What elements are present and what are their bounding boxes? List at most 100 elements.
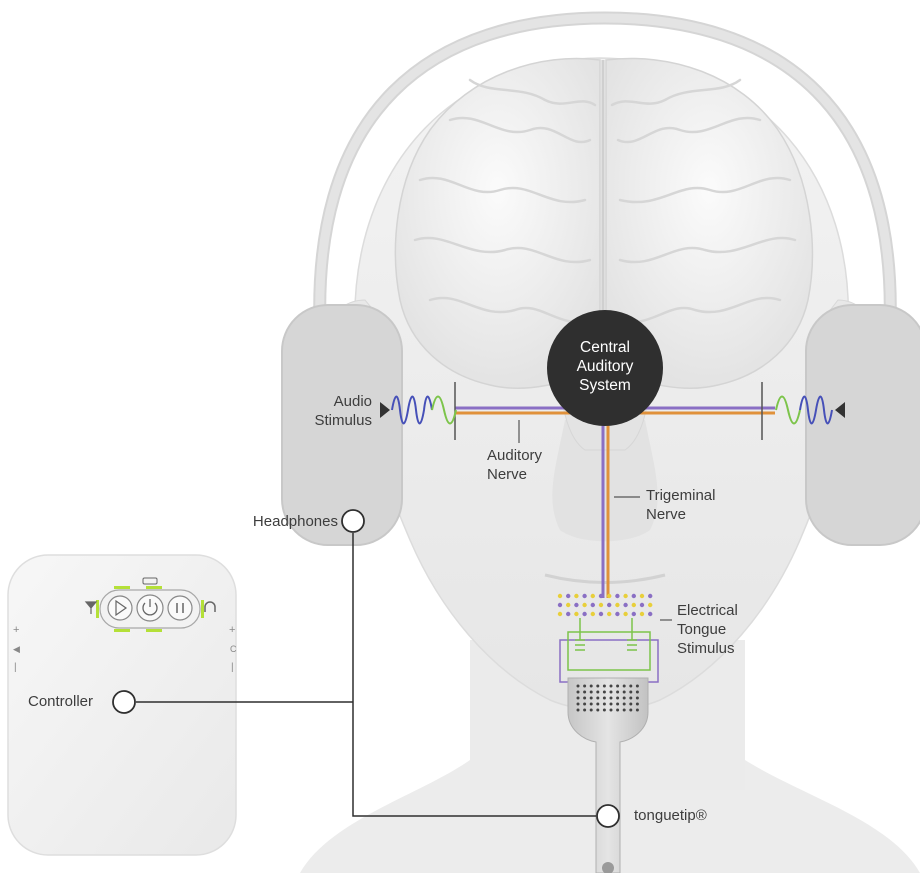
electrode-dot	[623, 603, 627, 607]
auditory-nerve-label: Auditory Nerve	[487, 446, 542, 484]
tonguetip-electrode	[610, 691, 613, 694]
trigeminal-nerve-label: Trigeminal Nerve	[646, 486, 715, 524]
electrode-dot	[615, 603, 619, 607]
electrode-dot	[632, 603, 636, 607]
electrode-dot	[648, 612, 652, 616]
tonguetip-electrode	[636, 691, 639, 694]
tonguetip-electrode	[596, 703, 599, 706]
tonguetip-electrode	[616, 703, 619, 706]
tonguetip-electrode	[629, 697, 632, 700]
tonguetip-electrode	[623, 703, 626, 706]
headphones-label: Headphones	[196, 512, 338, 531]
tonguetip-electrode	[577, 709, 580, 712]
tonguetip-electrode	[616, 691, 619, 694]
electrode-dot	[591, 612, 595, 616]
electrode-dot	[648, 594, 652, 598]
tonguetip-electrode	[610, 709, 613, 712]
tonguetip-electrode	[629, 709, 632, 712]
electrode-dot	[566, 612, 570, 616]
tonguetip-electrode	[603, 685, 606, 688]
power-button	[137, 595, 163, 621]
tonguetip-electrode	[623, 709, 626, 712]
tonguetip-electrode	[596, 691, 599, 694]
right-ear-cup	[806, 305, 920, 545]
tonguetip-electrode	[577, 685, 580, 688]
central-auditory-system-label: Central Auditory System	[548, 338, 662, 395]
tonguetip-electrode	[577, 691, 580, 694]
electrode-dot	[615, 612, 619, 616]
tonguetip-electrode	[629, 703, 632, 706]
tonguetip-electrode	[616, 685, 619, 688]
play-button	[108, 596, 132, 620]
tonguetip-electrode	[636, 697, 639, 700]
tonguetip-electrode	[596, 709, 599, 712]
tonguetip-electrode	[596, 685, 599, 688]
tonguetip-electrode	[610, 697, 613, 700]
electrode-dot	[599, 603, 603, 607]
tonguetip-electrode	[610, 703, 613, 706]
tonguetip-electrode	[596, 697, 599, 700]
electrode-dot	[574, 603, 578, 607]
tonguetip-electrode	[583, 691, 586, 694]
electrode-dot	[599, 612, 603, 616]
tonguetip-electrode	[590, 709, 593, 712]
audio-stimulus-label: Audio Stimulus	[290, 392, 372, 430]
electrode-dot	[582, 594, 586, 598]
electrode-dot	[640, 612, 644, 616]
headphones-callout	[342, 510, 364, 532]
electrode-dot	[632, 594, 636, 598]
electrode-dot	[574, 612, 578, 616]
controller-right-symbol: +	[229, 624, 235, 636]
electrode-dot	[574, 594, 578, 598]
tonguetip-electrode	[583, 703, 586, 706]
electrode-dot	[582, 603, 586, 607]
tonguetip-electrode	[616, 709, 619, 712]
tonguetip-electrode	[590, 685, 593, 688]
electrode-dot	[558, 612, 562, 616]
tonguetip-electrode	[603, 709, 606, 712]
electrode-dot	[640, 594, 644, 598]
electrode-dot	[558, 603, 562, 607]
tonguetip-label: tonguetip®	[634, 806, 707, 825]
tonguetip-electrode	[603, 697, 606, 700]
electrode-dot	[632, 612, 636, 616]
tonguetip-electrode	[583, 709, 586, 712]
controller-right-symbol: |	[231, 662, 234, 673]
electrode-dot	[591, 594, 595, 598]
electrode-dot	[566, 594, 570, 598]
tonguetip-electrode	[636, 709, 639, 712]
controller-left-symbol: |	[14, 662, 17, 673]
pause-button	[168, 596, 192, 620]
tonguetip-electrode	[629, 685, 632, 688]
electrode-dot	[623, 594, 627, 598]
electrode-dot	[607, 594, 611, 598]
tonguetip-electrode	[583, 685, 586, 688]
tonguetip-electrode	[603, 691, 606, 694]
controller-right-symbol: C	[230, 644, 237, 654]
tonguetip-electrode	[577, 703, 580, 706]
tonguetip-callout	[597, 805, 619, 827]
controller-callout	[113, 691, 135, 713]
tonguetip-electrode	[583, 697, 586, 700]
tonguetip-electrode	[603, 703, 606, 706]
electrode-dot	[558, 594, 562, 598]
tonguetip-electrode	[629, 691, 632, 694]
electrode-dot	[607, 612, 611, 616]
tonguetip-electrode	[590, 697, 593, 700]
tonguetip-electrode	[590, 691, 593, 694]
electrical-tongue-stimulus-label: Electrical Tongue Stimulus	[677, 601, 738, 658]
tonguetip-electrode	[623, 691, 626, 694]
tonguetip-electrode	[623, 685, 626, 688]
controller-label: Controller	[28, 692, 93, 711]
electrode-dot	[648, 603, 652, 607]
electrode-dot	[582, 612, 586, 616]
electrode-dot	[566, 603, 570, 607]
tonguetip-electrode	[577, 697, 580, 700]
controller-left-symbol: ◀	[13, 644, 20, 654]
electrode-dot	[640, 603, 644, 607]
tonguetip-electrode	[623, 697, 626, 700]
tonguetip-electrode	[610, 685, 613, 688]
electrode-dot	[591, 603, 595, 607]
tonguetip-electrode	[636, 703, 639, 706]
